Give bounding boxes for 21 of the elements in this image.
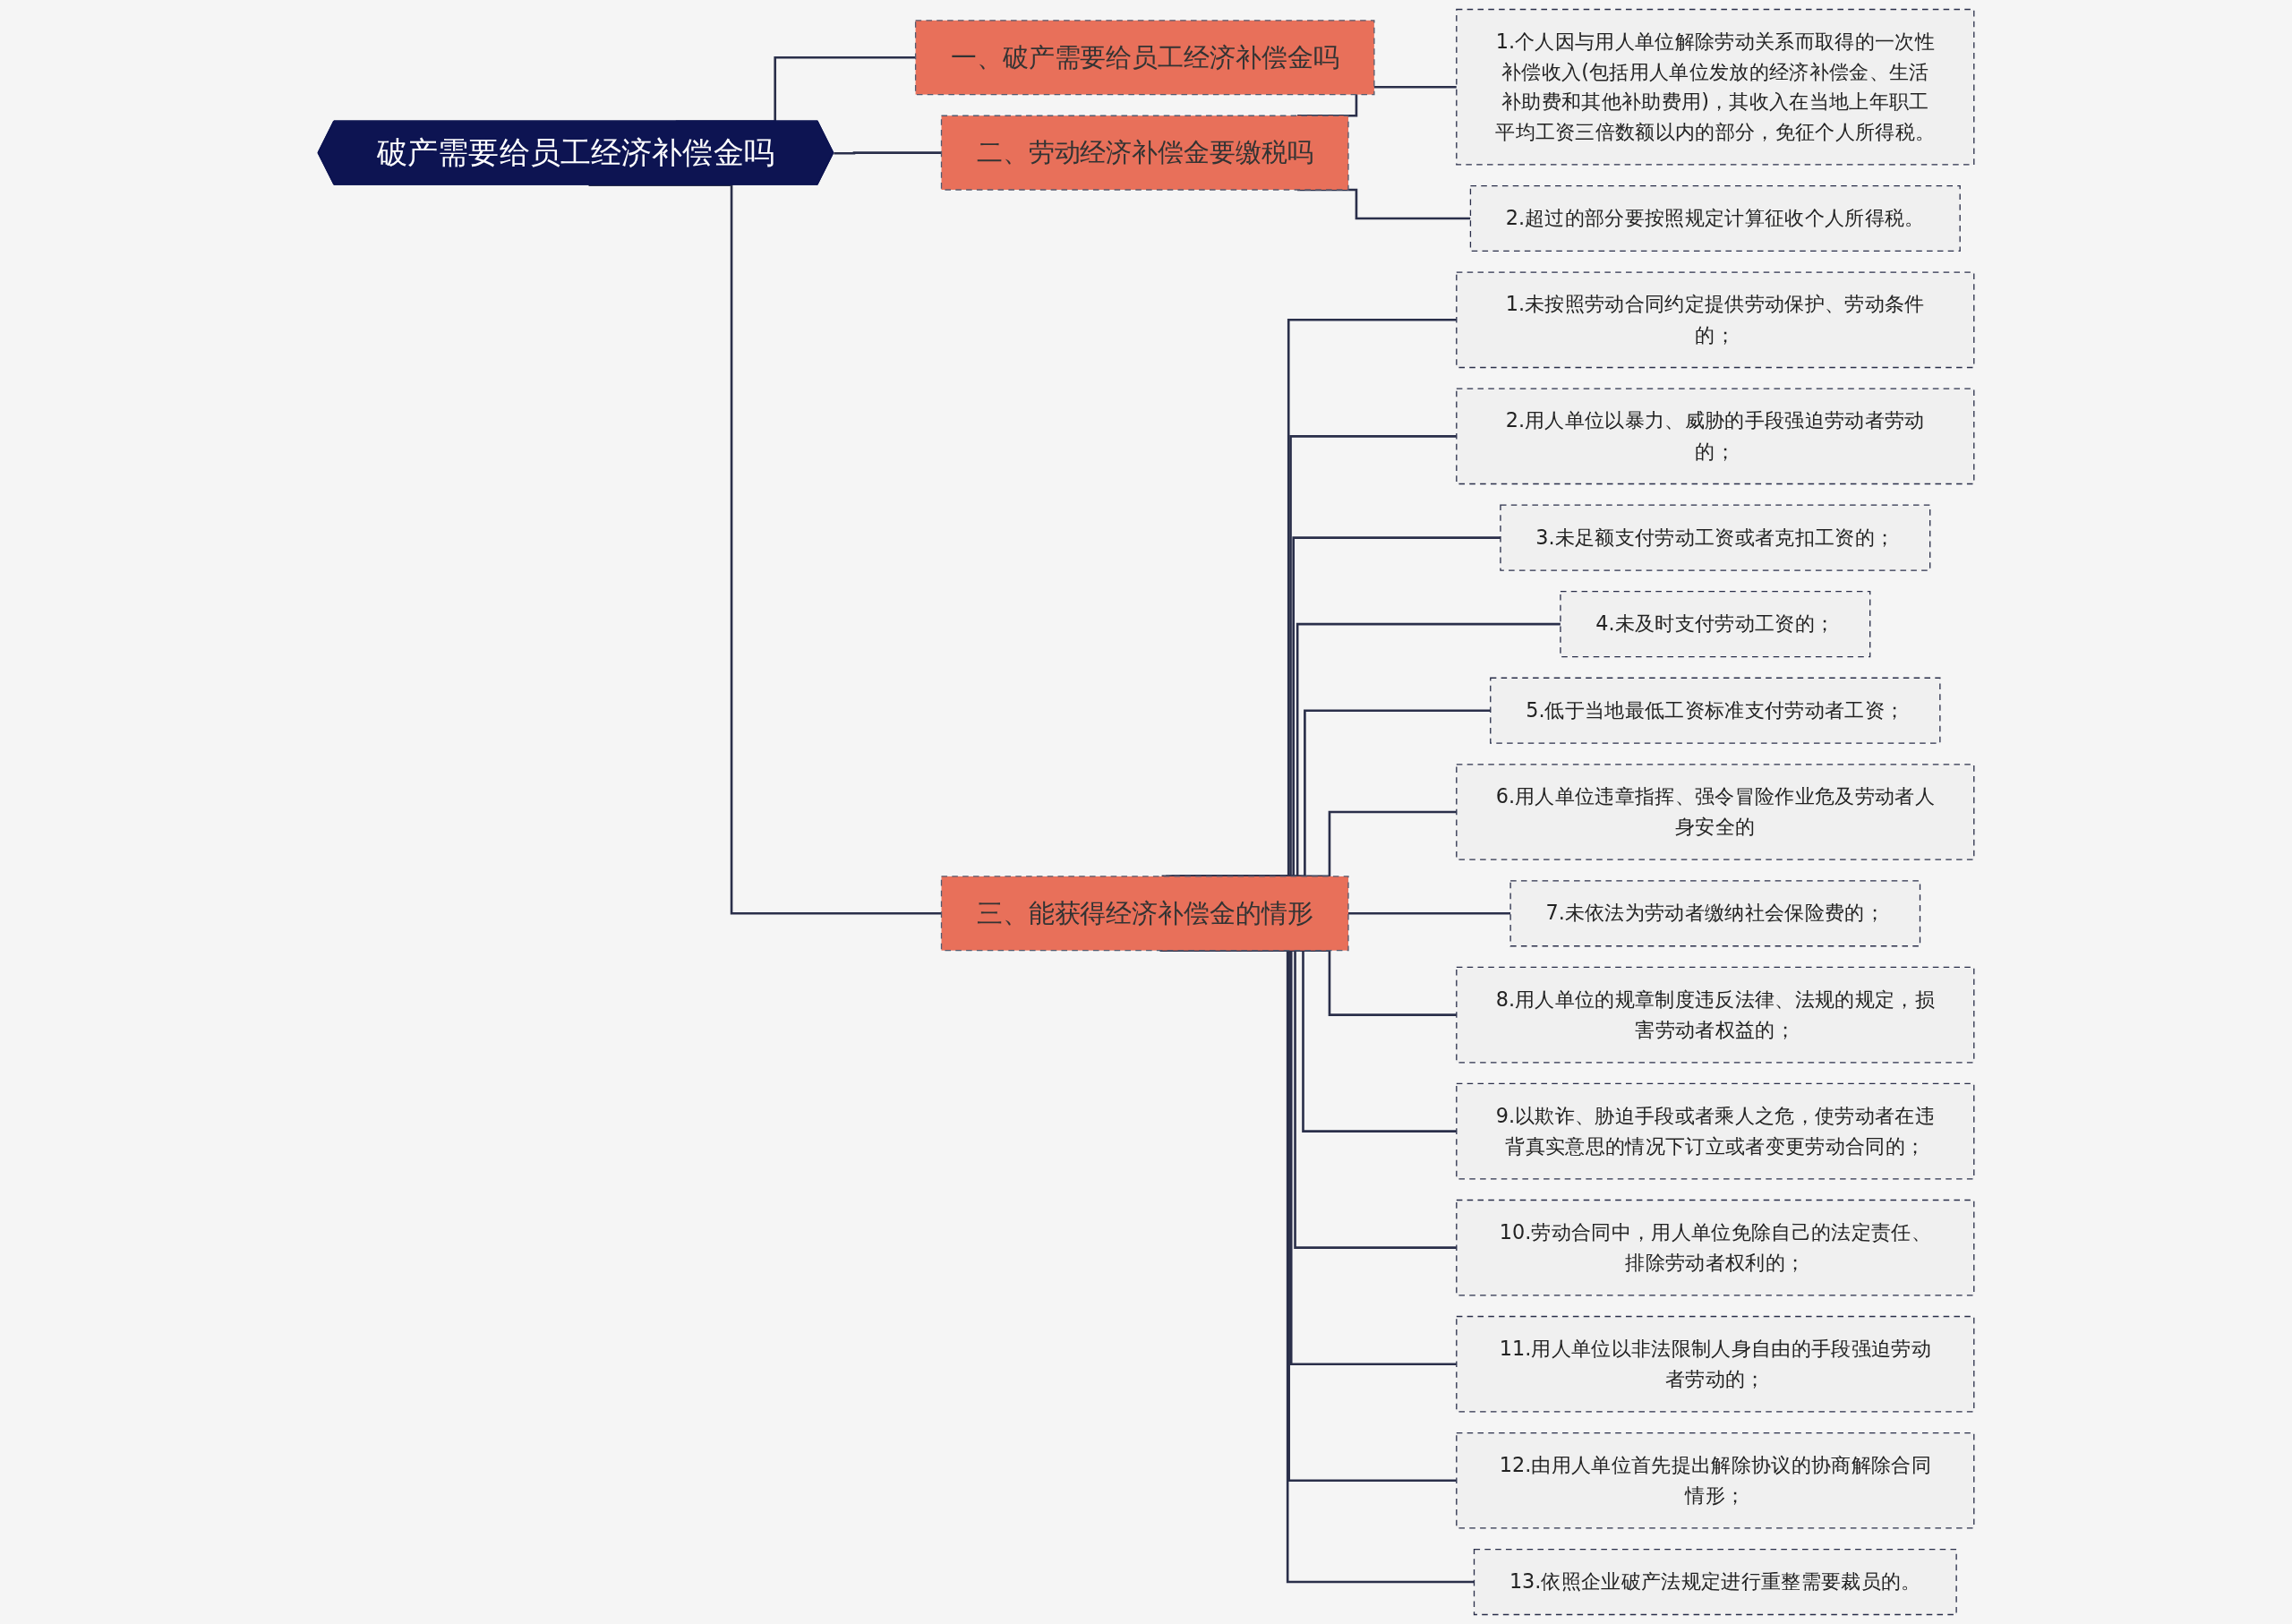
- node-box: 5.低于当地最低工资标准支付劳动者工资；: [1490, 677, 1941, 744]
- node-box: 8.用人单位的规章制度违反法律、法规的规定，损害劳动者权益的；: [1456, 966, 1975, 1064]
- node-box: 2.用人单位以暴力、威胁的手段强迫劳动者劳动的；: [1456, 388, 1975, 485]
- connector: [1297, 188, 1471, 220]
- node-box: 二、劳动经济补偿金要缴税吗: [940, 115, 1349, 191]
- node-box: 3.未足额支付劳动工资或者克扣工资的；: [1500, 504, 1931, 571]
- node-box: 1.未按照劳动合同约定提供劳动保护、劳动条件的；: [1456, 271, 1975, 369]
- node-box: 三、能获得经济补偿金的情形: [940, 876, 1349, 952]
- node-box: 2.超过的部分要按照规定计算征收个人所得税。: [1469, 184, 1961, 252]
- node-box: 6.用人单位违章指挥、强令冒险作业危及劳动者人身安全的: [1456, 764, 1975, 860]
- node-box: 13.依照企业破产法规定进行重整需要裁员的。: [1473, 1548, 1957, 1616]
- node-box: 9.以欺诈、胁迫手段或者乘人之危，使劳动者在违背真实意思的情况下订立或者变更劳动合同的；: [1456, 1082, 1975, 1180]
- connector: [1348, 911, 1511, 915]
- connector: [834, 151, 942, 155]
- node-box: 10.劳动合同中，用人单位免除自己的法定责任、排除劳动者权利的；: [1456, 1199, 1975, 1296]
- node-box: 1.个人因与用人单位解除劳动关系而取得的一次性补偿收入(包括用人单位发放的经济补偿金、生活补助费和其他补助费用)，其收入在当地上年职工平均工资三倍数额以内的部分，免征个人所得税。: [1456, 8, 1975, 166]
- node-box: 4.未及时支付劳动工资的；: [1560, 591, 1871, 658]
- node-box: 7.未依法为劳动者缴纳社会保险费的；: [1509, 880, 1921, 947]
- node-box: 12.由用人单位首先提出解除协议的协商解除合同情形；: [1456, 1432, 1975, 1529]
- node-box: 一、破产需要给员工经济补偿金吗: [914, 20, 1375, 96]
- node-box: 11.用人单位以非法限制人身自由的手段强迫劳动者劳动的；: [1456, 1315, 1975, 1413]
